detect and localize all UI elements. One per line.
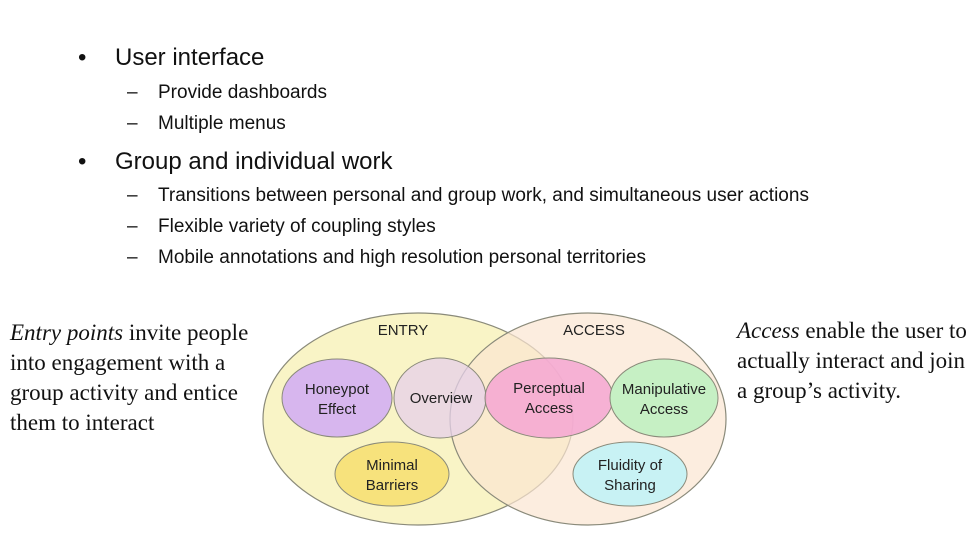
- perceptual-label-line1: Perceptual: [513, 380, 585, 397]
- perceptual-node: [484, 357, 614, 439]
- bullet-text: Group and individual work: [115, 148, 393, 175]
- access-note: Access enable the user to actually inter…: [737, 316, 973, 406]
- dash-glyph: –: [127, 247, 138, 268]
- sub-bullet-text: Provide dashboards: [158, 82, 327, 103]
- perceptual-label-line2: Access: [525, 400, 573, 417]
- fluidity-label-line1: Fluidity of: [598, 457, 663, 474]
- note-emphasis: Entry points: [10, 320, 124, 345]
- entry-access-venn-diagram: ENTRY ACCESS Honeypot Effect Overview Pe…: [262, 312, 727, 526]
- honeypot-label-line1: Honeypot: [305, 381, 370, 398]
- sub-bullet-text: Transitions between personal and group w…: [158, 185, 809, 206]
- dash-glyph: –: [127, 113, 138, 134]
- minimal-label-line2: Barriers: [366, 477, 419, 494]
- minimal-node: [334, 441, 450, 507]
- minimal-label-line1: Minimal: [366, 457, 418, 474]
- manipulative-label-line2: Access: [640, 401, 688, 418]
- bullet-glyph: •: [78, 148, 87, 175]
- note-text: enable the user to actually interact and…: [737, 318, 967, 403]
- access-label: ACCESS: [563, 322, 625, 339]
- honeypot-label-line2: Effect: [318, 401, 357, 418]
- fluidity-label-line2: Sharing: [604, 477, 656, 494]
- note-text: invite people into engagement with a gro…: [10, 320, 249, 435]
- note-emphasis: Access: [737, 318, 800, 343]
- sub-bullet-text: Multiple menus: [158, 113, 286, 134]
- dash-glyph: –: [127, 82, 138, 103]
- overview-label: Overview: [410, 390, 473, 407]
- manipulative-node: [609, 358, 719, 438]
- bullet-text: User interface: [115, 44, 265, 71]
- entry-label: ENTRY: [378, 322, 429, 339]
- entry-points-note: Entry points invite people into engageme…: [10, 318, 280, 438]
- fluidity-node: [572, 441, 688, 507]
- dash-glyph: –: [127, 185, 138, 206]
- sub-bullet-text: Flexible variety of coupling styles: [158, 216, 436, 237]
- manipulative-label-line1: Manipulative: [622, 381, 706, 398]
- dash-glyph: –: [127, 216, 138, 237]
- honeypot-node: [281, 358, 393, 438]
- bullet-glyph: •: [78, 44, 87, 71]
- sub-bullet-text: Mobile annotations and high resolution p…: [158, 247, 646, 268]
